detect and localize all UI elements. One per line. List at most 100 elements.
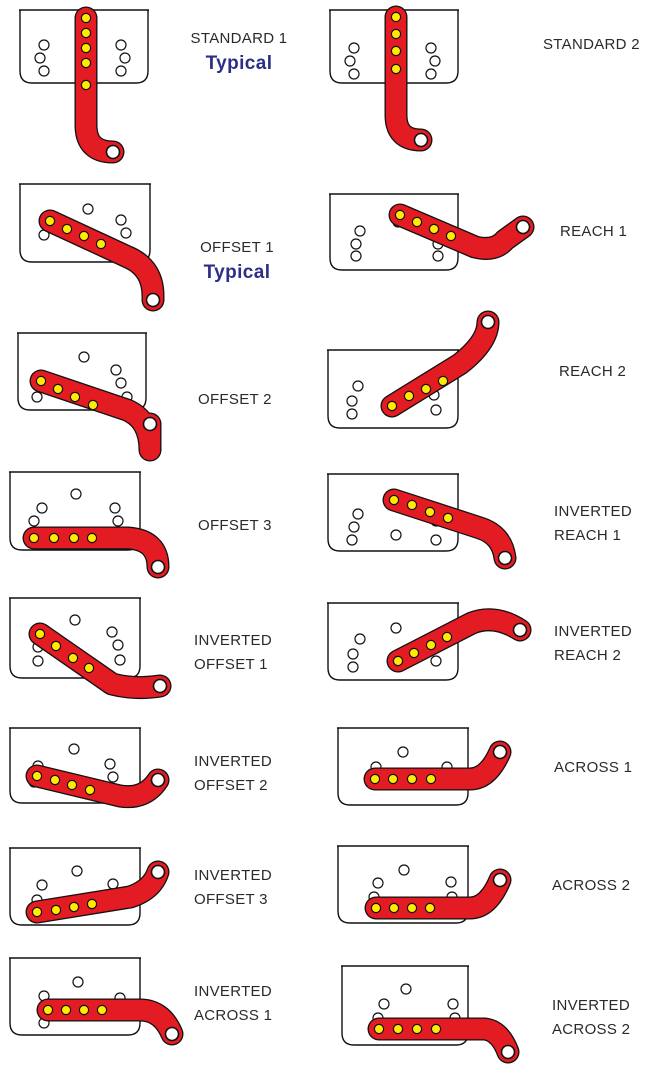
mount-hole bbox=[447, 998, 459, 1010]
screw-dot bbox=[420, 383, 432, 395]
guitar-body-outline bbox=[327, 350, 459, 429]
mount-hole bbox=[31, 391, 43, 403]
mount-hole bbox=[348, 68, 360, 80]
mount-hole bbox=[346, 408, 358, 420]
screw-dot bbox=[78, 1004, 90, 1016]
bracket-end-hole bbox=[142, 416, 158, 432]
bracket-end-hole bbox=[164, 1026, 180, 1042]
label-across-1: ACROSS 1 bbox=[554, 759, 633, 776]
mount-hole bbox=[115, 39, 127, 51]
mount-hole bbox=[106, 626, 118, 638]
mount-hole bbox=[68, 743, 80, 755]
screw-dot bbox=[388, 494, 400, 506]
screw-dot bbox=[68, 532, 80, 544]
mount-hole bbox=[400, 983, 412, 995]
mount-hole bbox=[350, 250, 362, 262]
screw-dot bbox=[406, 902, 418, 914]
mount-hole bbox=[107, 771, 119, 783]
label-across-2: ACROSS 2 bbox=[552, 877, 631, 894]
mount-hole bbox=[350, 238, 362, 250]
label-inverted-offset-2: INVERTED OFFSET 2 bbox=[194, 753, 272, 794]
screw-dot bbox=[437, 375, 449, 387]
mount-hole bbox=[430, 404, 442, 416]
screw-dot bbox=[442, 512, 454, 524]
screw-dot bbox=[390, 28, 402, 40]
screw-dot bbox=[83, 662, 95, 674]
screw-dot bbox=[84, 784, 96, 796]
mount-hole bbox=[28, 515, 40, 527]
figure-inverted-offset-2 bbox=[9, 727, 170, 809]
bracket-end-hole bbox=[480, 314, 496, 330]
screw-dot bbox=[406, 773, 418, 785]
screw-dot bbox=[69, 391, 81, 403]
screw-dot bbox=[44, 215, 56, 227]
screw-dot bbox=[95, 238, 107, 250]
screw-dot bbox=[386, 400, 398, 412]
mount-hole bbox=[115, 65, 127, 77]
screw-dot bbox=[430, 1023, 442, 1035]
mount-hole bbox=[70, 488, 82, 500]
mount-hole bbox=[36, 879, 48, 891]
screw-dot bbox=[388, 902, 400, 914]
label-reach-1: REACH 1 bbox=[560, 223, 628, 240]
screw-dot bbox=[445, 230, 457, 242]
mount-hole bbox=[107, 878, 119, 890]
guitar-body-outline bbox=[327, 474, 459, 552]
mount-hole bbox=[119, 52, 131, 64]
mount-hole bbox=[348, 42, 360, 54]
mount-hole bbox=[32, 655, 44, 667]
guitar-body-outline bbox=[329, 194, 459, 271]
mount-hole bbox=[347, 648, 359, 660]
screw-dot bbox=[387, 773, 399, 785]
bracket-arm bbox=[389, 204, 534, 259]
mount-hole bbox=[112, 639, 124, 651]
screw-dot bbox=[392, 655, 404, 667]
label-standard-2: STANDARD 2 bbox=[543, 36, 640, 53]
mount-hole bbox=[38, 39, 50, 51]
bracket-end-hole bbox=[413, 132, 429, 148]
label-offset-2: OFFSET 2 bbox=[198, 391, 272, 408]
screw-dot bbox=[49, 774, 61, 786]
label-standard-1: STANDARD 1 Typical bbox=[180, 27, 298, 77]
screw-dot bbox=[394, 209, 406, 221]
figure-across-1 bbox=[337, 727, 512, 806]
mount-hole bbox=[115, 214, 127, 226]
mount-hole bbox=[348, 521, 360, 533]
figure-inverted-across-2 bbox=[341, 965, 520, 1064]
screw-dot bbox=[52, 383, 64, 395]
mount-hole bbox=[36, 502, 48, 514]
screw-dot bbox=[50, 904, 62, 916]
mount-hole bbox=[78, 351, 90, 363]
mount-hole bbox=[72, 976, 84, 988]
figure-inverted-reach-2 bbox=[327, 602, 532, 681]
figure-offset-1 bbox=[19, 183, 165, 312]
typical-note: Typical bbox=[205, 53, 273, 74]
bracket-end-hole bbox=[515, 219, 531, 235]
screw-dot bbox=[31, 906, 43, 918]
figure-offset-3 bbox=[9, 471, 170, 579]
bracket-end-hole bbox=[105, 144, 121, 160]
label-inverted-offset-3: INVERTED OFFSET 3 bbox=[194, 867, 272, 908]
screw-dot bbox=[34, 628, 46, 640]
mount-hole bbox=[38, 65, 50, 77]
label-reach-2: REACH 2 bbox=[559, 363, 627, 380]
screw-dot bbox=[61, 223, 73, 235]
screw-dot bbox=[31, 770, 43, 782]
bracket-end-hole bbox=[145, 292, 161, 308]
figure-inverted-across-1 bbox=[9, 957, 184, 1046]
screw-dot bbox=[390, 63, 402, 75]
label-offset-3: OFFSET 3 bbox=[198, 517, 272, 534]
screw-dot bbox=[428, 223, 440, 235]
screw-dot bbox=[403, 390, 415, 402]
mount-hole bbox=[352, 380, 364, 392]
screw-dot bbox=[411, 216, 423, 228]
screw-dot bbox=[86, 532, 98, 544]
screw-dot bbox=[80, 12, 92, 24]
screw-dot bbox=[78, 230, 90, 242]
mount-hole bbox=[354, 633, 366, 645]
screw-dot bbox=[35, 375, 47, 387]
mount-hole bbox=[398, 864, 410, 876]
mount-hole bbox=[82, 203, 94, 215]
screw-dot bbox=[406, 499, 418, 511]
